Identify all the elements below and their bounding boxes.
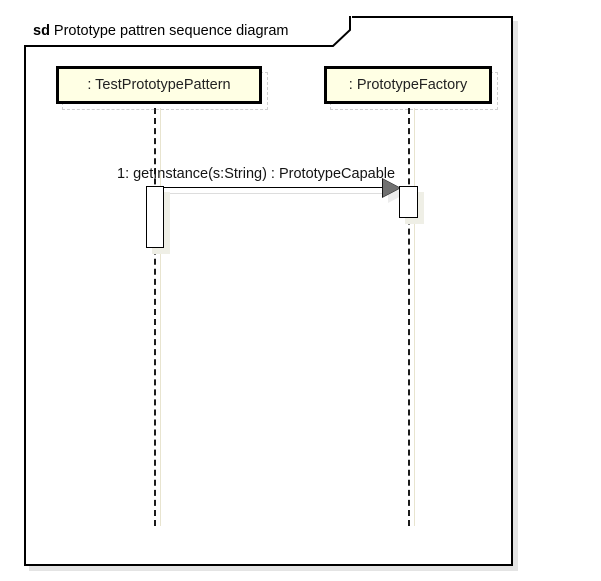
lifeline-test-prototype-pattern: [154, 108, 156, 526]
message-line-shadow-1: [168, 193, 400, 194]
interaction-frame: [24, 16, 513, 566]
message-label-1: 1: getInstance(s:String) : PrototypeCapa…: [117, 166, 396, 182]
lifeline-shadow-prototype-factory: [414, 108, 415, 526]
object-box-prototype-factory[interactable]: : PrototypeFactory: [324, 66, 492, 104]
activation-bar-prototype-factory[interactable]: [399, 186, 418, 218]
lifeline-shadow-test-prototype-pattern: [160, 108, 161, 526]
object-box-label-prototype-factory: : PrototypeFactory: [348, 77, 468, 93]
object-box-label-test-prototype-pattern: : TestPrototypePattern: [87, 77, 231, 93]
object-box-test-prototype-pattern[interactable]: : TestPrototypePattern: [56, 66, 262, 104]
activation-bar-test-prototype-pattern[interactable]: [146, 186, 164, 248]
frame-tab-keyword: sd: [33, 23, 50, 39]
frame-tab-name: Prototype pattren sequence diagram: [53, 23, 289, 39]
lifeline-prototype-factory: [408, 108, 410, 526]
message-line-1[interactable]: [163, 187, 390, 188]
message-arrowhead-1: [383, 179, 400, 197]
